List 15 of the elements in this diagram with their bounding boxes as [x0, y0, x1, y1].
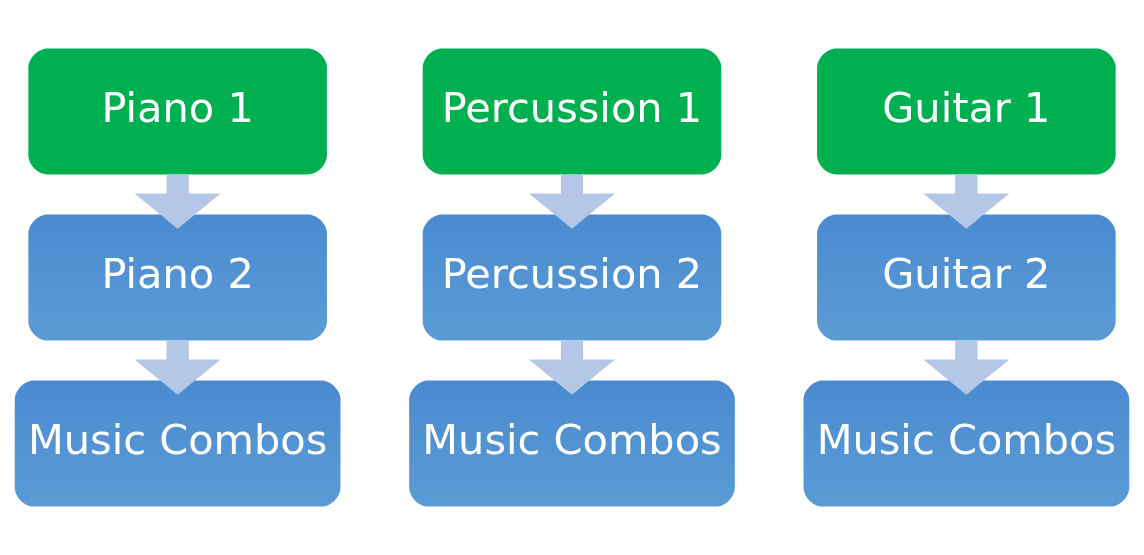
arrow — [528, 340, 616, 395]
arrow — [134, 340, 221, 395]
arrow — [528, 174, 616, 229]
arrow — [134, 174, 221, 229]
node-box: Music Combos — [14, 380, 341, 507]
arrow — [923, 340, 1010, 395]
node-box: Piano 1 — [28, 48, 327, 175]
node-box: Music Combos — [803, 380, 1130, 507]
node-box: Percussion 1 — [422, 48, 722, 175]
node-box: Music Combos — [409, 380, 735, 507]
node-box: Guitar 1 — [817, 48, 1116, 175]
node-box: Guitar 2 — [817, 214, 1116, 341]
arrow — [923, 174, 1010, 229]
node-box: Percussion 2 — [422, 214, 722, 341]
node-box: Piano 2 — [28, 214, 327, 341]
